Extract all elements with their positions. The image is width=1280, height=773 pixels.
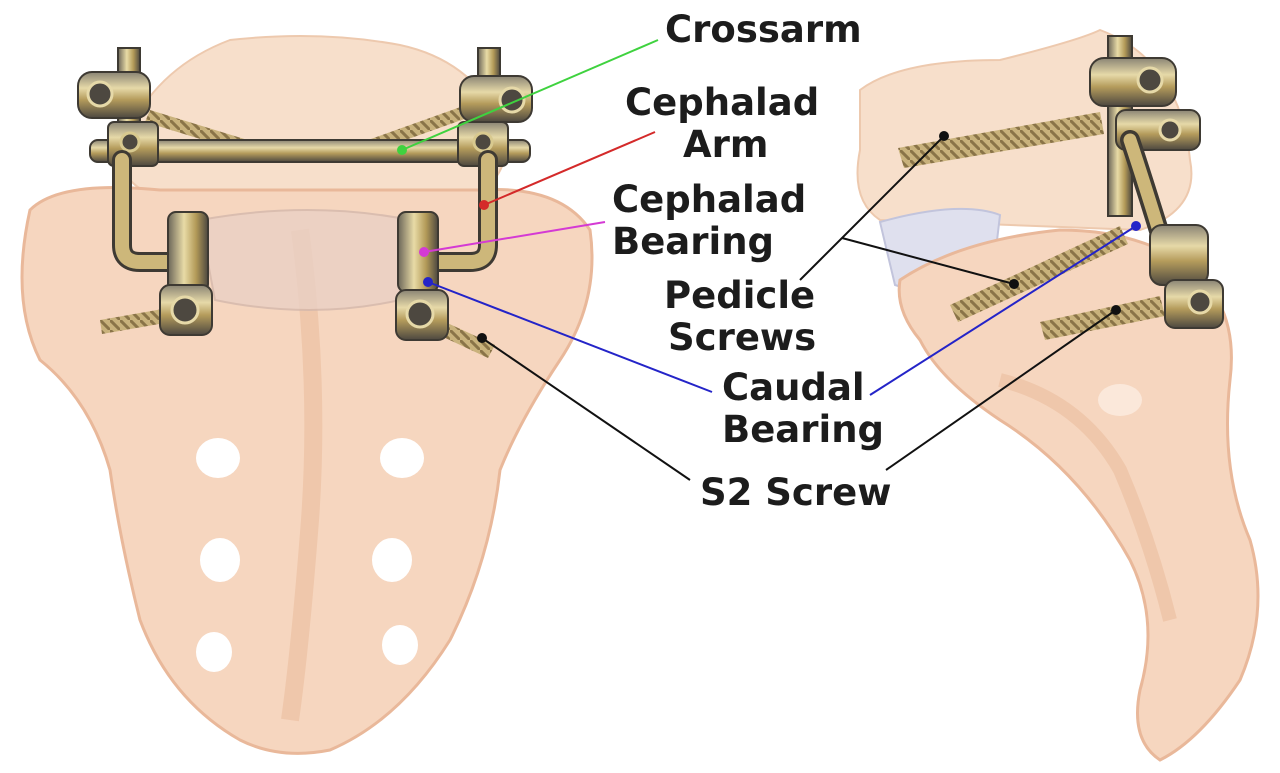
clamp-bolt [1136,66,1164,94]
cephalad-arm-leader-line [483,131,656,206]
cephalad-bearing-leader-dot [419,247,429,257]
s2-screw-shape [1040,296,1165,340]
lateral-bearing-shape [1149,224,1209,286]
s2-screw-leader-dot [477,333,487,343]
crossarm-leader-line [401,39,659,151]
crossarm-leader-dot [397,145,407,155]
caudal-bearing-label-line1: Caudal [722,366,865,409]
crossarm-bar [89,139,531,163]
foramen-shape [196,438,240,478]
caudal-bearing-leader-line [427,281,713,393]
labels: Crossarm Cephalad Arm Cephalad Bearing P… [612,8,891,514]
pedicle-screw-shape [898,112,1104,168]
s2-screw-label: S2 Screw [700,471,891,514]
disc-shape [198,209,412,311]
caudal-bearing-leader-dot [423,277,433,287]
caudal-bearing-bolt [1187,289,1213,315]
pedicle-screws-leader-line-lower [841,237,1015,285]
foramen-shape [196,632,232,672]
foramen-shape [380,438,424,478]
clamp-bolt [86,80,114,108]
cephalad-arm-leader-dot [479,200,489,210]
crossarm-label: Crossarm [665,8,862,51]
pedicle-screws-leader-dot-upper [939,131,949,141]
pedicle-screws-leader-line-upper [799,135,945,281]
caudal-bearing-label-line2: Bearing [722,408,884,451]
s2-screw-leader-line [481,337,691,481]
s2-screw-leader-line-right [885,309,1117,471]
foramen-shape [372,538,412,582]
caudal-bearing-bolt [405,299,435,329]
pedicle-screws-leader-dot-lower [1009,279,1019,289]
lateral-sacrum-fold [998,373,1177,622]
caudal-bearing-leader-line-right [869,225,1137,396]
sacrum-posterior-illustration [20,35,594,755]
sacrum-lateral-illustration [856,28,1260,762]
cephalad-bearing-label-line1: Cephalad [612,178,806,221]
crossarm-bolt [119,131,141,153]
cephalad-arm-label-line1: Cephalad [625,81,819,124]
foramen-shape [1098,384,1142,416]
foramen-shape [200,538,240,582]
leader-lines [397,39,1141,481]
sacrum-ridge-shape [281,228,323,722]
crossarm-bolt [472,131,494,153]
cephalad-bearing-leader-line [423,221,606,253]
caudal-bearing-bolt [170,295,200,325]
s2-screw-leader-dot-right [1111,305,1121,315]
cephalad-bearing-shape [167,211,209,293]
pedicle-screws-label-line2: Screws [668,316,816,359]
cephalad-bearing-label-line2: Bearing [612,220,774,263]
pedicle-screws-label-line1: Pedicle [664,274,815,317]
cephalad-arm-rod [423,153,495,269]
caudal-bearing-leader-dot-right [1131,221,1141,231]
cephalad-arm-label-line2: Arm [683,123,768,166]
foramen-shape [382,625,418,665]
pedicle-screw-shape [950,226,1128,322]
cephalad-arm-rod [115,153,187,269]
clamp-bolt [1158,118,1182,142]
